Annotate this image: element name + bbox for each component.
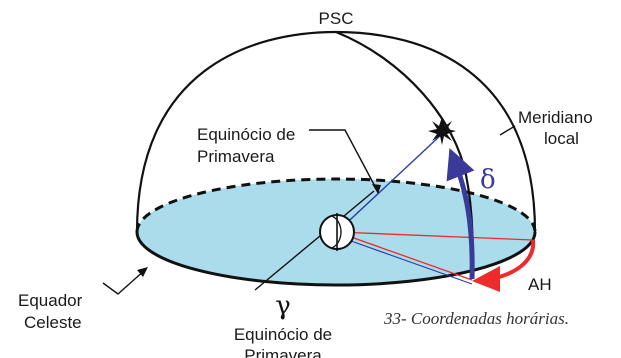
celestial-equator-front	[135, 231, 537, 287]
equinox-top-label-line1: Equinócio de	[197, 125, 295, 144]
hour-angle-reference-line	[336, 231, 534, 241]
meridian-projection-line	[336, 231, 473, 281]
star-icon	[428, 117, 456, 145]
figure-caption: 33- Coordenadas horárias.	[383, 309, 569, 328]
equinox-bottom-label-line1: Equinócio de	[234, 325, 332, 344]
observer-sphere-icon	[319, 213, 355, 251]
equinox-bottom-label-line2: Primavera	[244, 346, 322, 358]
celestial-dome	[135, 30, 537, 233]
hour-angle-label: AH	[528, 275, 552, 294]
equinox-top-label-line2: Primavera	[197, 147, 275, 166]
declination-arc	[446, 148, 475, 280]
meridian-projection-line-blue	[336, 235, 473, 285]
equator-leader-arrow	[137, 267, 148, 277]
equinox-line	[254, 190, 375, 291]
psc-label: PSC	[319, 9, 354, 28]
celestial-equator-back	[135, 177, 537, 233]
equator-label-line1: Equador	[18, 291, 83, 310]
meridian-leader	[499, 125, 516, 136]
gamma-symbol: γ	[275, 291, 291, 321]
star-ray	[336, 133, 443, 233]
equator-leader	[102, 269, 146, 295]
declination-label: δ	[480, 165, 496, 195]
meridian-label-line2: local	[544, 129, 579, 148]
equator-label-line2: Celeste	[24, 313, 82, 332]
meridian-label-line1: Meridiano	[518, 108, 593, 127]
equinox-top-leader-arrow	[372, 184, 381, 194]
hour-angle-arc	[494, 239, 536, 280]
equinox-top-leader	[309, 129, 379, 193]
hour-angle-arrowhead	[472, 266, 500, 292]
